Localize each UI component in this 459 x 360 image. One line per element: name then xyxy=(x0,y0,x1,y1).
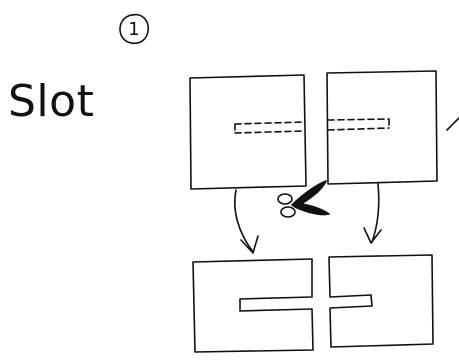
card-top-right xyxy=(326,70,438,185)
arrow-left-head xyxy=(240,235,259,254)
dashed-slot-top-left xyxy=(234,121,305,134)
arrow-right xyxy=(371,183,380,243)
card-bottom-left-slotted xyxy=(192,258,314,353)
card-top-left xyxy=(189,74,307,190)
arrow-left xyxy=(234,189,254,253)
diagram-title: Slot xyxy=(8,76,95,127)
scissors-icon xyxy=(277,180,330,218)
dashed-slot-top-right xyxy=(327,118,390,131)
arrow-right-head xyxy=(363,227,382,244)
stray-tick xyxy=(446,117,459,131)
step-circle-icon xyxy=(119,13,150,45)
step-number: 1 xyxy=(128,18,140,40)
card-bottom-right-slotted xyxy=(328,254,434,348)
